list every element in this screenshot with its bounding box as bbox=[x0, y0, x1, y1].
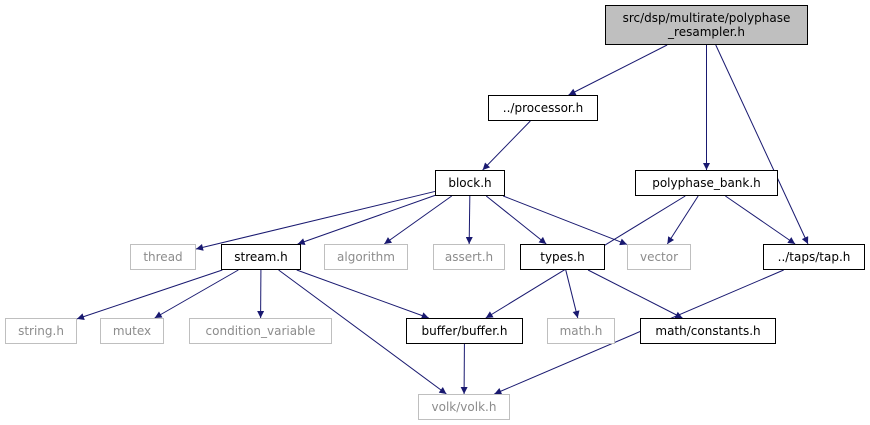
edge-polyphase_bank-to-tap bbox=[725, 195, 796, 245]
edge-block-to-algorithm bbox=[383, 195, 453, 245]
node-buffer-buffer-h[interactable]: buffer/buffer.h bbox=[406, 318, 523, 344]
node-mutex[interactable]: mutex bbox=[100, 318, 164, 344]
node-thread[interactable]: thread bbox=[130, 244, 196, 270]
node-algorithm[interactable]: algorithm bbox=[324, 244, 408, 270]
node-types-h[interactable]: types.h bbox=[520, 244, 605, 270]
node-vector[interactable]: vector bbox=[627, 244, 691, 270]
node-volk-volk-h[interactable]: volk/volk.h bbox=[418, 394, 510, 420]
edge-stream-to-buffer bbox=[296, 269, 429, 319]
node-taps-tap-h[interactable]: ../taps/tap.h bbox=[763, 244, 865, 270]
edge-block-to-types bbox=[485, 195, 547, 245]
node-block-h[interactable]: block.h bbox=[435, 170, 505, 196]
edge-types-to-math bbox=[565, 269, 580, 319]
edge-polyphase_bank-to-vector bbox=[666, 195, 699, 245]
edge-stream-to-mutex bbox=[154, 269, 239, 319]
edge-root-to-tap bbox=[715, 44, 809, 245]
node-string-h[interactable]: string.h bbox=[5, 318, 77, 344]
node-polyphase-resampler-h[interactable]: src/dsp/multirate/polyphase _resampler.h bbox=[605, 5, 808, 45]
node-stream-h[interactable]: stream.h bbox=[221, 244, 301, 270]
node-math-constants-h[interactable]: math/constants.h bbox=[640, 318, 776, 344]
node-assert-h[interactable]: assert.h bbox=[433, 244, 505, 270]
node-math-h[interactable]: math.h bbox=[547, 318, 615, 344]
node-processor-h[interactable]: ../processor.h bbox=[488, 95, 598, 121]
edge-types-to-constants bbox=[587, 269, 683, 319]
node-condition-variable[interactable]: condition_variable bbox=[189, 318, 332, 344]
edge-block-to-vector bbox=[503, 195, 628, 246]
edge-block-to-assert bbox=[465, 195, 473, 245]
edge-processor-to-block bbox=[482, 120, 531, 171]
root-label-line2: _resampler.h bbox=[668, 25, 745, 39]
edge-block-to-thread bbox=[195, 190, 436, 251]
node-polyphase-bank-h[interactable]: polyphase_bank.h bbox=[635, 170, 778, 196]
edge-stream-to-volk bbox=[278, 269, 447, 395]
edge-tap-to-volk bbox=[494, 269, 784, 395]
edge-stream-to-string bbox=[76, 269, 223, 320]
root-label-line1: src/dsp/multirate/polyphase bbox=[622, 11, 791, 25]
edge-root-to-processor bbox=[568, 44, 668, 96]
edge-block-to-stream bbox=[297, 194, 436, 245]
